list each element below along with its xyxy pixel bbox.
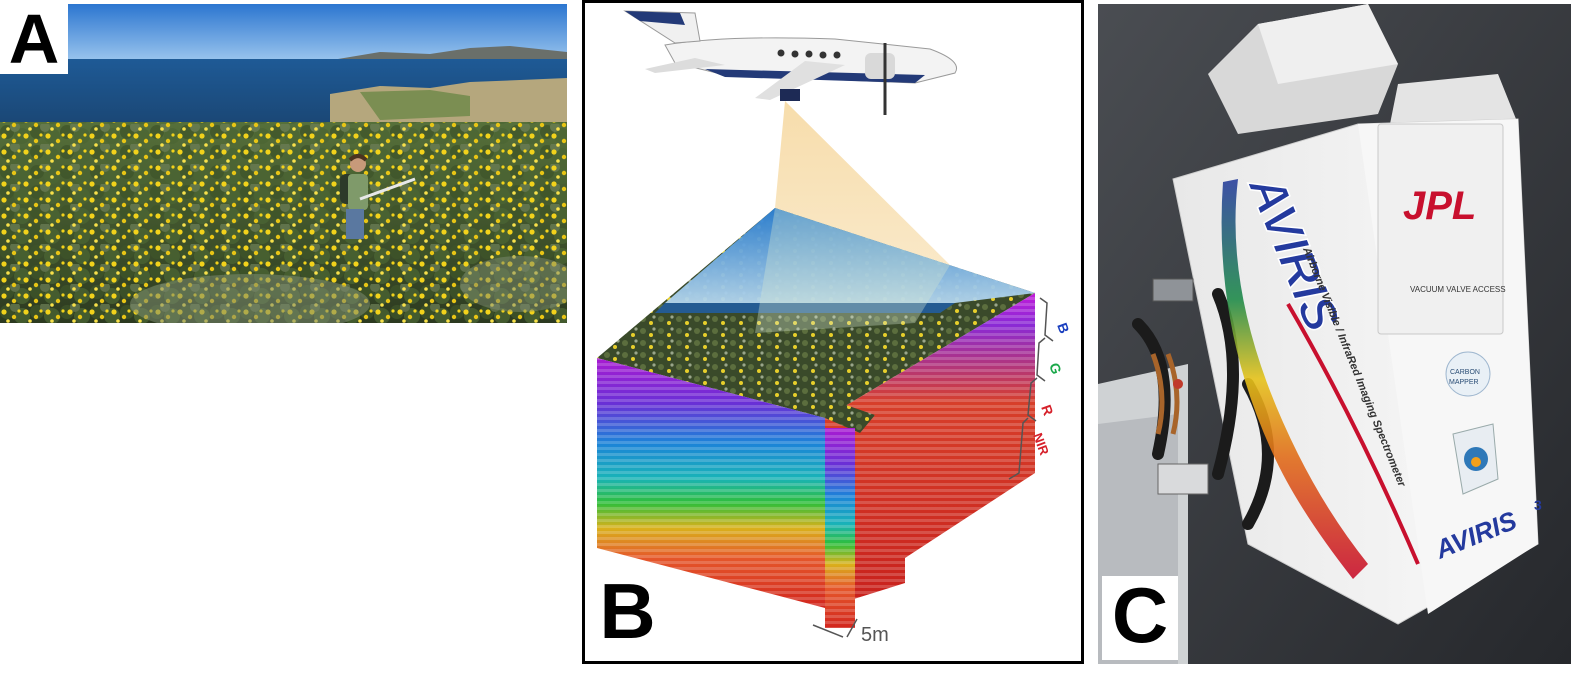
jpl-logo: JPL <box>1403 184 1476 228</box>
carbon-mapper-badge: CARBON MAPPER <box>1445 351 1491 397</box>
panel-c-photo: JPL VACUUM VALVE ACCESS AVIRIS Airborne … <box>1098 4 1571 664</box>
panel-label-a: A <box>0 4 68 74</box>
scale-bar <box>812 618 858 638</box>
band-label-nir: NIR <box>1030 431 1052 458</box>
survey-airplane <box>623 10 957 115</box>
band-label-g: G <box>1046 361 1065 377</box>
hyperspectral-cube-diagram: B G R NIR 5m <box>597 10 1073 646</box>
scale-label: 5m <box>861 624 889 646</box>
panel-a-photo <box>0 4 567 323</box>
field-researcher <box>340 154 416 239</box>
vacuum-valve-label: VACUUM VALVE ACCESS <box>1410 285 1506 294</box>
band-label-r: R <box>1038 403 1056 418</box>
carbon-label: CARBON <box>1450 369 1480 376</box>
coastal-field-photo <box>0 4 567 323</box>
aviris3-subscript: 3 <box>1534 497 1542 513</box>
panel-label-b: B <box>585 572 670 660</box>
aviris-instrument-photo: JPL VACUUM VALVE ACCESS AVIRIS Airborne … <box>1098 4 1571 664</box>
mapper-label: MAPPER <box>1449 379 1479 386</box>
mission-patch <box>1452 423 1499 495</box>
band-label-b: B <box>1054 321 1072 336</box>
panel-b-diagram: B G R NIR 5m <box>582 0 1084 664</box>
panel-label-c: C <box>1102 576 1178 660</box>
